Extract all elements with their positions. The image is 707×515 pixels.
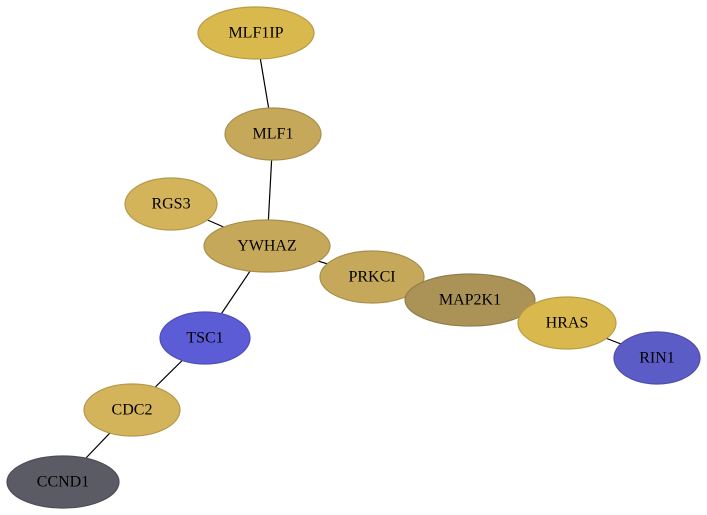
node-shape-map2k1[interactable]	[404, 273, 536, 327]
node-ywhaz[interactable]: YWHAZ	[203, 219, 331, 273]
node-cdc2[interactable]: CDC2	[83, 383, 181, 437]
node-label-ywhaz: YWHAZ	[237, 238, 297, 255]
node-label-prkci: PRKCI	[348, 269, 395, 286]
node-label-mlf1ip: MLF1IP	[228, 25, 283, 42]
node-map2k1[interactable]: MAP2K1	[404, 273, 536, 327]
node-label-tsc1: TSC1	[186, 330, 223, 347]
node-hras[interactable]: HRAS	[517, 296, 617, 350]
node-mlf1[interactable]: MLF1	[224, 107, 322, 161]
node-mlf1ip[interactable]: MLF1IP	[197, 6, 315, 60]
node-shape-rin1[interactable]	[613, 331, 701, 385]
node-prkci[interactable]: PRKCI	[319, 250, 425, 304]
node-shape-mlf1[interactable]	[224, 107, 322, 161]
node-label-map2k1: MAP2K1	[439, 292, 501, 309]
node-tsc1[interactable]: TSC1	[159, 311, 251, 365]
node-label-cdc2: CDC2	[112, 402, 153, 419]
node-label-hras: HRAS	[546, 315, 589, 332]
node-shape-ccnd1[interactable]	[6, 455, 120, 509]
node-label-rin1: RIN1	[639, 350, 675, 367]
node-shape-tsc1[interactable]	[159, 311, 251, 365]
node-shape-prkci[interactable]	[319, 250, 425, 304]
node-shape-rgs3[interactable]	[124, 177, 218, 231]
node-label-mlf1: MLF1	[253, 126, 294, 143]
node-shape-hras[interactable]	[517, 296, 617, 350]
node-rin1[interactable]: RIN1	[613, 331, 701, 385]
node-shape-mlf1ip[interactable]	[197, 6, 315, 60]
node-ccnd1[interactable]: CCND1	[6, 455, 120, 509]
node-label-ccnd1: CCND1	[37, 474, 89, 491]
node-label-rgs3: RGS3	[151, 196, 190, 213]
node-shape-ywhaz[interactable]	[203, 219, 331, 273]
node-shape-cdc2[interactable]	[83, 383, 181, 437]
node-rgs3[interactable]: RGS3	[124, 177, 218, 231]
